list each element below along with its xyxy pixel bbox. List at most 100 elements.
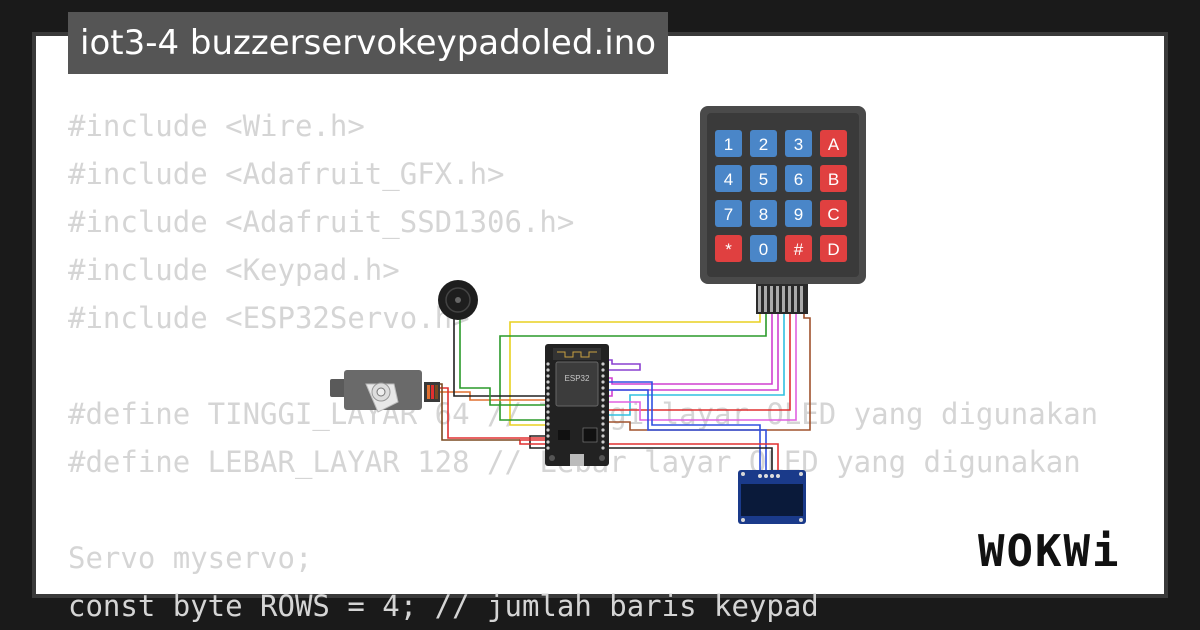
keypad-key-face [820, 165, 847, 192]
wire-servo-red [438, 387, 545, 439]
oled-hole-tl [741, 472, 745, 476]
keypad-key-face [750, 165, 777, 192]
esp32-pin [601, 386, 605, 390]
keypad-key[interactable]: 2 [750, 130, 777, 157]
keypad-key-label: A [828, 135, 840, 154]
keypad-key-face [750, 200, 777, 227]
esp32-pin [601, 416, 605, 420]
keypad-key-face [715, 235, 742, 262]
keypad-key-label: 6 [794, 170, 803, 189]
esp32-regulator [558, 430, 570, 440]
code-line: #define LEBAR_LAYAR 128 // Lebar layar O… [68, 445, 1081, 479]
keypad-key-label: 8 [759, 205, 768, 224]
keypad-key-face [715, 165, 742, 192]
keypad-key-label: * [725, 240, 732, 259]
oled-pins [758, 474, 780, 478]
project-title[interactable]: iot3-4 buzzerservokeypadoled.ino [68, 12, 669, 74]
keypad-key[interactable]: 8 [750, 200, 777, 227]
esp32-pin [546, 380, 550, 384]
wire-violet-oled [600, 359, 641, 371]
esp32-button-left [549, 455, 555, 461]
wire-red [600, 314, 791, 411]
keypad-key[interactable]: 1 [715, 130, 742, 157]
esp32-shield [555, 361, 599, 407]
esp32-pin [546, 416, 550, 420]
servo[interactable] [330, 370, 440, 413]
esp32-pin [601, 392, 605, 396]
keypad-key[interactable]: 0 [750, 235, 777, 262]
esp32-chip [582, 427, 598, 443]
esp32-pin [546, 404, 550, 408]
esp32-pin [546, 446, 550, 450]
keypad-key[interactable]: B [820, 165, 847, 192]
esp32-pin [546, 362, 550, 366]
keypad-key[interactable]: 7 [715, 200, 742, 227]
wire-buzzer-black [453, 318, 545, 397]
preview-card[interactable]: #include <Wire.h> #include <Adafruit_GFX.… [36, 36, 1164, 623]
wires [438, 314, 811, 474]
keypad-key-face [750, 130, 777, 157]
buzzer[interactable] [438, 280, 478, 320]
keypad-key-face [820, 130, 847, 157]
keypad-key[interactable]: 4 [715, 165, 742, 192]
keypad-key[interactable]: * [715, 235, 742, 262]
keypad-key-label: B [828, 170, 839, 189]
esp32-pin [546, 440, 550, 444]
code-line: #include <Keypad.h> [68, 253, 400, 287]
keypad-key-label: C [827, 205, 839, 224]
keypad-key-label: 5 [759, 170, 768, 189]
esp32-pin [601, 362, 605, 366]
esp32-pin [601, 404, 605, 408]
keypad-key[interactable]: D [820, 235, 847, 262]
wokwi-logo[interactable]: WOKWi [978, 526, 1121, 577]
esp32-pins-right [601, 362, 605, 450]
code-line: Servo myservo; [68, 541, 313, 575]
keypad-key-face [715, 200, 742, 227]
oled-display[interactable] [738, 470, 806, 524]
keypad-key-label: 0 [759, 240, 768, 259]
code-preview: #include <Wire.h> #include <Adafruit_GFX.… [68, 102, 1098, 630]
esp32-pin [546, 422, 550, 426]
keypad-key[interactable]: 9 [785, 200, 812, 227]
keypad-key-label: D [827, 240, 839, 259]
keypad-key-label: 3 [794, 135, 803, 154]
keypad-key-label: 7 [724, 205, 733, 224]
esp32-pin [546, 410, 550, 414]
esp32-pin [601, 368, 605, 372]
buzzer-hole [455, 297, 461, 303]
keypad-key-face [715, 130, 742, 157]
wire-magenta-1 [600, 314, 773, 385]
esp32-pin [601, 410, 605, 414]
keypad-key[interactable]: C [820, 200, 847, 227]
esp32-pin [601, 374, 605, 378]
keypad-key[interactable]: 5 [750, 165, 777, 192]
keypad-key-label: 1 [724, 135, 733, 154]
esp32-pin [546, 428, 550, 432]
code-line: #include <Wire.h> [68, 109, 365, 143]
code-line: #include <Adafruit_GFX.h> [68, 157, 505, 191]
servo-screw-icon [376, 387, 386, 397]
wire-red-oled [519, 439, 779, 474]
wire-cyan [600, 314, 785, 416]
esp32-pin [601, 398, 605, 402]
esp32-pin [601, 428, 605, 432]
keypad-key[interactable]: A [820, 130, 847, 157]
keypad-key-face [750, 235, 777, 262]
wire-blue-oled [600, 381, 761, 474]
keypad-key[interactable]: # [785, 235, 812, 262]
code-line: #include <ESP32Servo.h> [68, 301, 470, 335]
keypad-pin-header [756, 284, 808, 314]
esp32-pin [601, 380, 605, 384]
keypad-key[interactable]: 6 [785, 165, 812, 192]
esp32-board[interactable]: ESP32 [545, 344, 609, 466]
keypad-key-face [785, 165, 812, 192]
esp32-pin [546, 434, 550, 438]
esp32-usb-port [570, 454, 584, 466]
keypad-key[interactable]: 3 [785, 130, 812, 157]
esp32-pin [546, 368, 550, 372]
keypad-key-face [785, 130, 812, 157]
wire-buzzer-green [459, 318, 545, 406]
